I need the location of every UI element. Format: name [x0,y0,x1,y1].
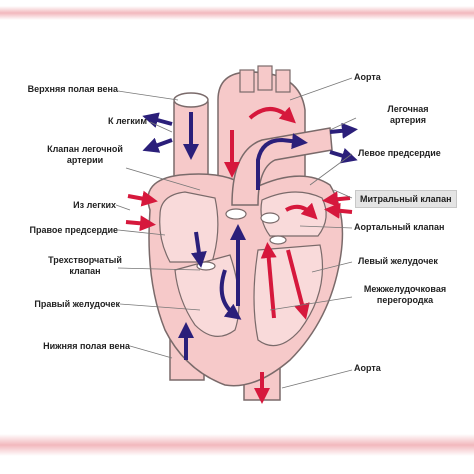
label-septum: Межжелудочковая перегородка [363,284,447,305]
label-left-atrium: Левое предсердие [358,148,441,158]
label-pulmonary-artery: Легочная артерия [387,104,429,125]
right-atrium-chamber [159,191,219,263]
oxygenated-blood-arrows [125,106,353,404]
label-left-ventricle: Левый желудочек [358,256,438,266]
top-decorative-band [0,6,474,20]
label-leader-lines [115,77,357,389]
label-mitral-valve: Митральный клапан [355,190,457,208]
label-inferior-vena-cava: Нижняя полая вена [43,341,130,351]
label-pulmonary-valve: Клапан легочной артерии [47,144,123,165]
aortic-branches [239,65,291,93]
label-aorta-bottom: Аорта [354,363,381,373]
label-right-ventricle: Правый желудочек [34,299,120,309]
label-aorta-top: Аорта [354,72,381,82]
label-right-atrium: Правое предсердие [29,225,118,235]
label-superior-vena-cava: Верхняя полая вена [27,84,118,94]
label-aortic-valve: Аортальный клапан [354,222,445,232]
label-to-lungs: К легким [107,116,147,126]
deoxygenated-blood-arrows [142,112,358,360]
label-from-lungs: Из легких [73,200,116,210]
bottom-decorative-band [0,434,474,456]
label-tricuspid-valve: Трехстворчатый клапан [48,255,122,276]
